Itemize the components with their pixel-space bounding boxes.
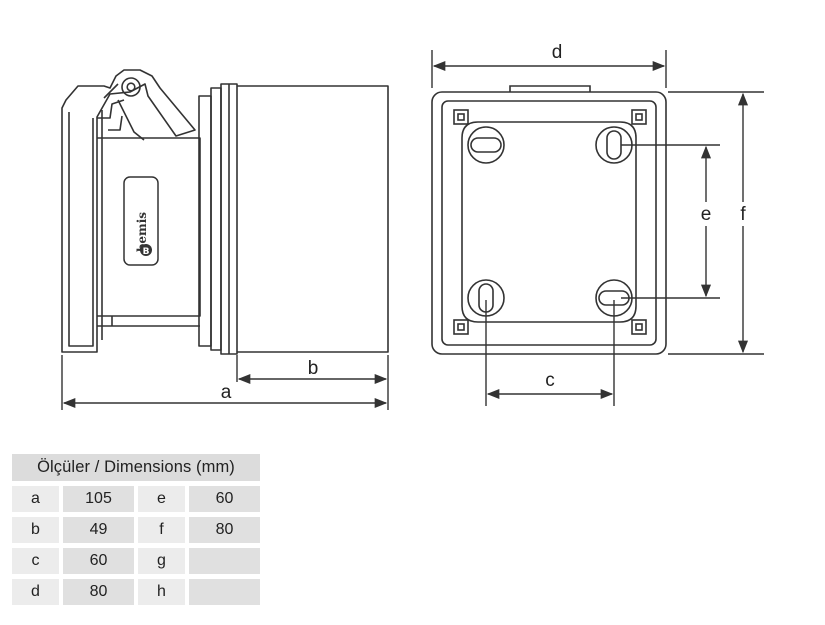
dimension-key: f [138, 517, 185, 543]
table-row: a 105 e 60 [12, 486, 260, 512]
dimension-key: e [138, 486, 185, 512]
table-row: d 80 h [12, 579, 260, 605]
dimension-label-f: f [740, 204, 746, 225]
svg-text:B: B [143, 247, 150, 257]
dimension-label-e: e [701, 204, 712, 225]
dimension-value [189, 579, 260, 605]
table-title: Ölçüler / Dimensions (mm) [12, 454, 260, 481]
side-dimensions [61, 355, 389, 410]
dimension-key: a [12, 486, 59, 512]
back-dimensions [431, 50, 764, 406]
dimension-label-c: c [545, 370, 555, 391]
technical-drawing: bemis B a b [61, 40, 764, 410]
brand-logo: bemis B [123, 176, 159, 266]
dimension-key: b [12, 517, 59, 543]
dimension-label-b: b [308, 358, 319, 379]
dimension-value: 80 [189, 517, 260, 543]
table-row: c 60 g [12, 548, 260, 574]
dimension-label-d: d [552, 42, 563, 63]
dimension-value: 60 [63, 548, 134, 574]
brand-logo-text: bemis [135, 212, 149, 252]
dimension-label-a: a [221, 382, 232, 403]
dimension-value: 80 [63, 579, 134, 605]
table-row: b 49 f 80 [12, 517, 260, 543]
brand-mark-icon [140, 244, 152, 256]
dimension-value [189, 548, 260, 574]
dimension-value: 60 [189, 486, 260, 512]
dimension-key: g [138, 548, 185, 574]
dimension-value: 105 [63, 486, 134, 512]
dimension-key: h [138, 579, 185, 605]
side-view [61, 69, 389, 355]
back-view [431, 85, 667, 355]
dimension-key: c [12, 548, 59, 574]
dimensions-table: Ölçüler / Dimensions (mm) a 105 e 60 b 4… [8, 449, 264, 610]
dimension-key: d [12, 579, 59, 605]
table-header-row: Ölçüler / Dimensions (mm) [12, 454, 260, 481]
dimension-value: 49 [63, 517, 134, 543]
